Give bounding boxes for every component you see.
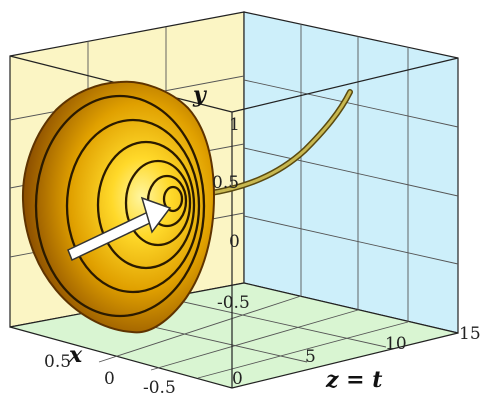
horn-rim xyxy=(21,80,216,334)
y-tick-1: 1 xyxy=(229,115,240,135)
axis-label-z: z = t xyxy=(325,367,382,393)
z-tick-1: 5 xyxy=(305,347,316,367)
axis-label-x: x xyxy=(68,342,83,368)
horn-rings xyxy=(34,94,206,318)
axis-label-y: y xyxy=(192,82,208,108)
direction-arrow-icon xyxy=(67,196,172,262)
x-tick-1: 0.5 xyxy=(44,352,71,372)
y-tick-4: -0.5 xyxy=(217,293,250,313)
x-tick-3: -0.5 xyxy=(143,378,176,398)
horn-surface xyxy=(21,80,216,334)
y-tick-5: 0 xyxy=(232,369,243,389)
y-tick-2: 0.5 xyxy=(212,173,239,193)
x-tick-2: 0 xyxy=(104,369,115,389)
trajectory-curve-highlight xyxy=(203,90,352,196)
z-tick-3: 15 xyxy=(459,324,481,344)
floor-grid xyxy=(87,295,409,379)
y-tick-3: 0 xyxy=(229,232,240,252)
z-tick-2: 10 xyxy=(385,334,407,354)
